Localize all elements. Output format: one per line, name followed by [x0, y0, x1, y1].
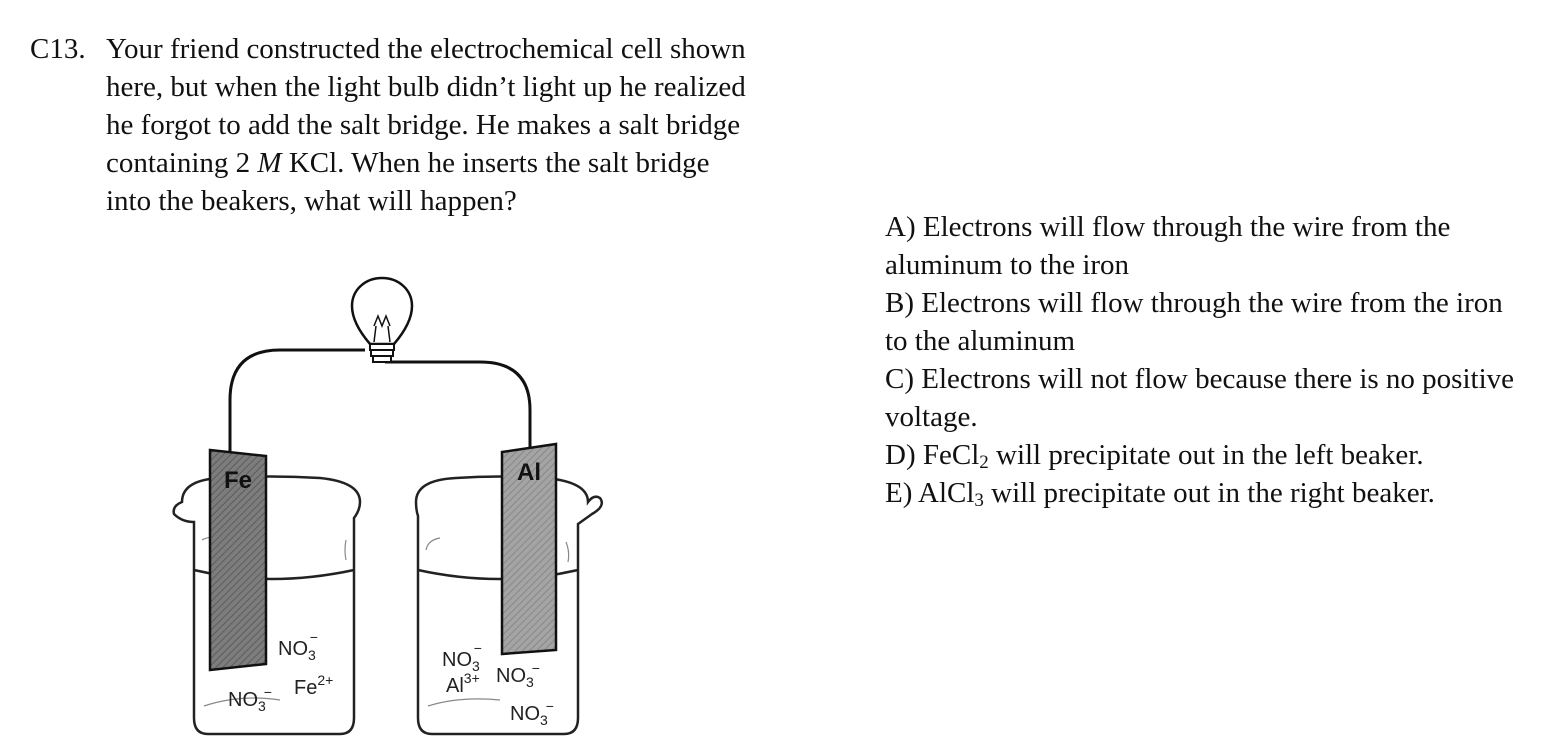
answer-choices: A) Electrons will flow through the wire …: [885, 208, 1525, 512]
right-aluminum-ion: Al3+: [446, 670, 480, 697]
left-nitrate-top: NO3−: [278, 629, 318, 663]
choice-c[interactable]: C) Electrons will not flow because there…: [885, 363, 1514, 433]
molarity-symbol: M: [257, 147, 282, 179]
right-nitrate-2: NO3−: [496, 660, 540, 690]
right-nitrate-3: NO3−: [510, 698, 554, 728]
choice-a[interactable]: A) Electrons will flow through the wire …: [885, 211, 1451, 281]
choice-d-pre: D) FeCl: [885, 439, 980, 471]
question-text: Your friend constructed the electrochemi…: [106, 30, 746, 220]
choice-b[interactable]: B) Electrons will flow through the wire …: [885, 287, 1503, 357]
iron-electrode-label: Fe: [224, 467, 252, 494]
light-bulb-icon: [350, 276, 414, 363]
question-number: C13.: [30, 33, 86, 65]
right-nitrate-1: NO3−: [442, 640, 482, 674]
electrochemical-cell-figure: Fe Al NO3− NO3− Fe2+ NO3− Al3+ NO3− NO3−: [160, 270, 620, 745]
choice-e-sub: 3: [974, 490, 984, 511]
question-block: C13. Your friend constructed the electro…: [30, 30, 750, 220]
question-text-part2: KCl. When he inserts the salt bridge int…: [106, 147, 710, 217]
choice-e[interactable]: E) AlCl3 will precipitate out in the rig…: [885, 474, 1525, 512]
aluminum-electrode-label: Al: [517, 459, 541, 486]
question-text-part1: Your friend constructed the electrochemi…: [106, 33, 746, 179]
choice-d[interactable]: D) FeCl2 will precipitate out in the lef…: [885, 436, 1525, 474]
wire: [228, 348, 532, 453]
choice-e-pre: E) AlCl: [885, 477, 975, 509]
left-nitrate-bottom: NO3−: [228, 684, 272, 714]
left-iron-ion: Fe2+: [294, 672, 333, 699]
aluminum-electrode: [500, 442, 558, 656]
choice-d-post: will precipitate out in the left beaker.: [988, 439, 1424, 471]
choice-d-sub: 2: [979, 452, 989, 473]
choice-e-post: will precipitate out in the right beaker…: [983, 477, 1435, 509]
iron-electrode: [208, 448, 268, 672]
